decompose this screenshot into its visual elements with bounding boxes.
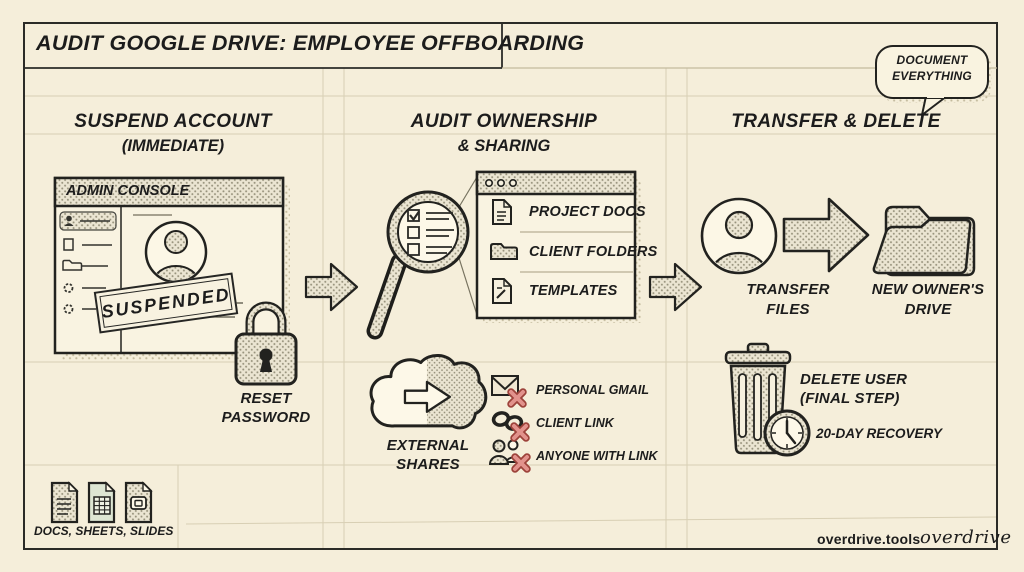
slides-file-icon xyxy=(124,481,153,524)
transfer-arrow-icon xyxy=(782,197,870,273)
lock-caption-line2: PASSWORD xyxy=(221,409,311,426)
revoked-x-badge xyxy=(510,422,530,442)
transfer-heading: TRANSFER & DELETE xyxy=(731,111,941,132)
revoked-share-label: ANYONE WITH LINK xyxy=(536,449,658,463)
page-title: AUDIT GOOGLE DRIVE: EMPLOYEE OFFBOARDING xyxy=(36,31,585,55)
transfer-caption-line1: TRANSFER xyxy=(746,281,830,298)
audit-item-label: TEMPLATES xyxy=(529,283,618,299)
recovery-clock-icon xyxy=(763,409,811,457)
file-types-caption: DOCS, SHEETS, SLIDES xyxy=(34,524,174,538)
revoked-share-label: CLIENT LINK xyxy=(536,416,614,430)
doc-icon xyxy=(63,238,74,251)
revoked-x-badge xyxy=(511,453,531,473)
note-bubble-line2: EVERYTHING xyxy=(892,69,972,83)
stamp-label: SUSPENDED xyxy=(100,283,232,322)
step-arrow-icon xyxy=(648,262,703,312)
footer-site-text: overdrive.tools xyxy=(817,531,921,547)
gear-icon xyxy=(63,283,74,293)
owner-caption-line2: DRIVE xyxy=(904,301,952,318)
user-avatar-icon xyxy=(144,220,208,284)
delete-caption-line2: (FINAL STEP) xyxy=(800,390,900,407)
suspend-subheading: (IMMEDIATE) xyxy=(121,137,225,155)
footer-brand-logo: overdrive xyxy=(920,527,1012,548)
magnifier-checklist-icon xyxy=(366,176,478,340)
page-border xyxy=(23,22,998,550)
drive-folder-icon xyxy=(872,205,976,277)
folder-icon xyxy=(490,243,518,260)
sheets-file-icon xyxy=(87,481,116,524)
revoked-x-badges xyxy=(507,388,531,473)
padlock-icon xyxy=(234,301,298,386)
admin-window-title: ADMIN CONSOLE xyxy=(66,183,190,199)
owner-caption-line1: NEW OWNER'S xyxy=(871,281,985,298)
browser-window xyxy=(475,170,641,323)
audit-item-label: CLIENT FOLDERS xyxy=(529,244,658,260)
layout-guides xyxy=(25,68,998,549)
window-dots-icon xyxy=(484,179,517,188)
cloud-share-icon xyxy=(369,354,488,430)
revoked-share-label: PERSONAL GMAIL xyxy=(536,383,649,397)
template-icon xyxy=(492,278,512,304)
audit-subheading: & SHARING xyxy=(457,137,551,155)
revoked-x-badge xyxy=(507,388,527,408)
user-circle-icon xyxy=(700,197,778,275)
step-arrow-icon xyxy=(304,262,359,312)
folder-icon xyxy=(62,259,83,271)
checklist xyxy=(407,209,454,256)
cloud-caption-line1: EXTERNAL xyxy=(386,437,470,454)
suspend-heading: SUSPEND ACCOUNT xyxy=(74,111,272,132)
delete-caption-line1: DELETE USER xyxy=(800,371,908,388)
settings-icon xyxy=(63,304,74,314)
transfer-caption-line2: FILES xyxy=(766,301,810,318)
audit-heading: AUDIT OWNERSHIP xyxy=(410,111,598,132)
note-bubble-line1: DOCUMENT xyxy=(896,53,968,67)
speech-bubble-icon xyxy=(875,45,992,116)
lock-caption-line1: RESET xyxy=(240,390,292,407)
user-icon xyxy=(64,215,74,226)
cloud-caption-line2: SHARES xyxy=(396,456,460,473)
docs-file-icon xyxy=(50,481,79,524)
recovery-caption: 20-DAY RECOVERY xyxy=(816,426,943,441)
document-icon xyxy=(492,199,512,225)
audit-item-label: PROJECT DOCS xyxy=(529,204,646,220)
